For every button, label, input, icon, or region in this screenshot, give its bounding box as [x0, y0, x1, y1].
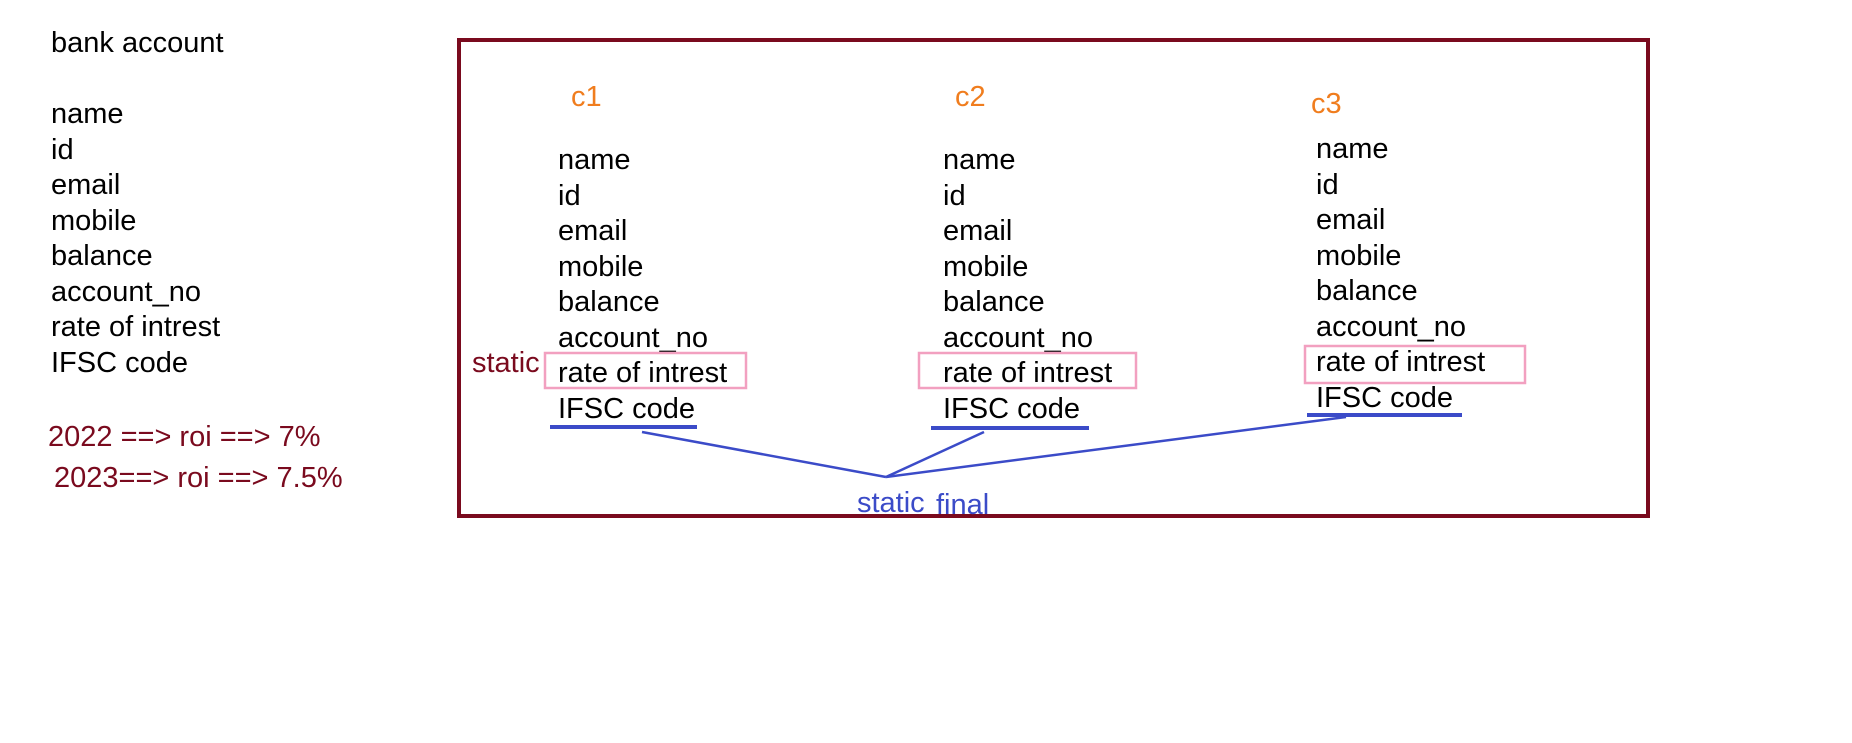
- object-field: balance: [558, 286, 660, 318]
- object-field-list-c2: name id email mobile balance account_no …: [943, 143, 1112, 427]
- object-field: balance: [1316, 275, 1418, 307]
- highlight-box-c2: [917, 351, 1138, 390]
- class-field: account_no: [51, 275, 201, 308]
- highlight-box-c3: [1303, 344, 1527, 385]
- object-field: rate of intrest: [1316, 346, 1486, 378]
- object-field: mobile: [558, 250, 644, 283]
- object-field: IFSC code: [558, 392, 695, 425]
- connector-c3: [885, 415, 1347, 479]
- objects-frame: [457, 38, 1650, 518]
- class-field: IFSC code: [51, 346, 188, 379]
- object-field: rate of intrest: [943, 357, 1113, 389]
- object-field: name: [943, 144, 1016, 176]
- object-field: email: [1316, 204, 1386, 236]
- object-field: id: [943, 179, 966, 212]
- class-title: bank account: [51, 27, 224, 59]
- object-field: rate of intrest: [558, 357, 728, 389]
- object-field: mobile: [1316, 239, 1402, 272]
- object-label-c1: c1: [571, 81, 602, 113]
- object-field: IFSC code: [943, 392, 1080, 425]
- highlight-box-c1: [543, 351, 748, 390]
- class-field: balance: [51, 240, 153, 272]
- object-field-list-c1: name id email mobile balance account_no …: [558, 143, 727, 427]
- object-field: name: [558, 144, 631, 176]
- object-field: email: [943, 215, 1013, 247]
- final-annotation: final: [936, 489, 990, 521]
- object-field: balance: [943, 286, 1045, 318]
- static-annotation: static: [857, 487, 925, 519]
- object-field: id: [1316, 168, 1339, 201]
- roi-note-2023: 2023==> roi ==> 7.5%: [54, 462, 343, 494]
- class-field: rate of intrest: [51, 311, 221, 343]
- static-label: static: [472, 347, 540, 379]
- class-field-list: name id email mobile balance account_no …: [51, 97, 220, 381]
- class-field: name: [51, 98, 124, 130]
- object-label-c3: c3: [1311, 88, 1342, 120]
- object-field: name: [1316, 133, 1389, 165]
- object-field: email: [558, 215, 628, 247]
- object-field: id: [558, 179, 581, 212]
- object-field: account_no: [943, 321, 1093, 354]
- object-field: IFSC code: [1316, 381, 1453, 414]
- roi-note-2022: 2022 ==> roi ==> 7%: [48, 421, 321, 453]
- connector-c1: [641, 430, 887, 479]
- class-field: id: [51, 133, 74, 166]
- object-field: mobile: [943, 250, 1029, 283]
- connector-c2: [885, 430, 985, 479]
- object-field: account_no: [1316, 310, 1466, 343]
- object-field: account_no: [558, 321, 708, 354]
- class-field: mobile: [51, 204, 137, 237]
- object-field-list-c3: name id email mobile balance account_no …: [1316, 132, 1485, 416]
- class-field: email: [51, 169, 121, 201]
- object-label-c2: c2: [955, 81, 986, 113]
